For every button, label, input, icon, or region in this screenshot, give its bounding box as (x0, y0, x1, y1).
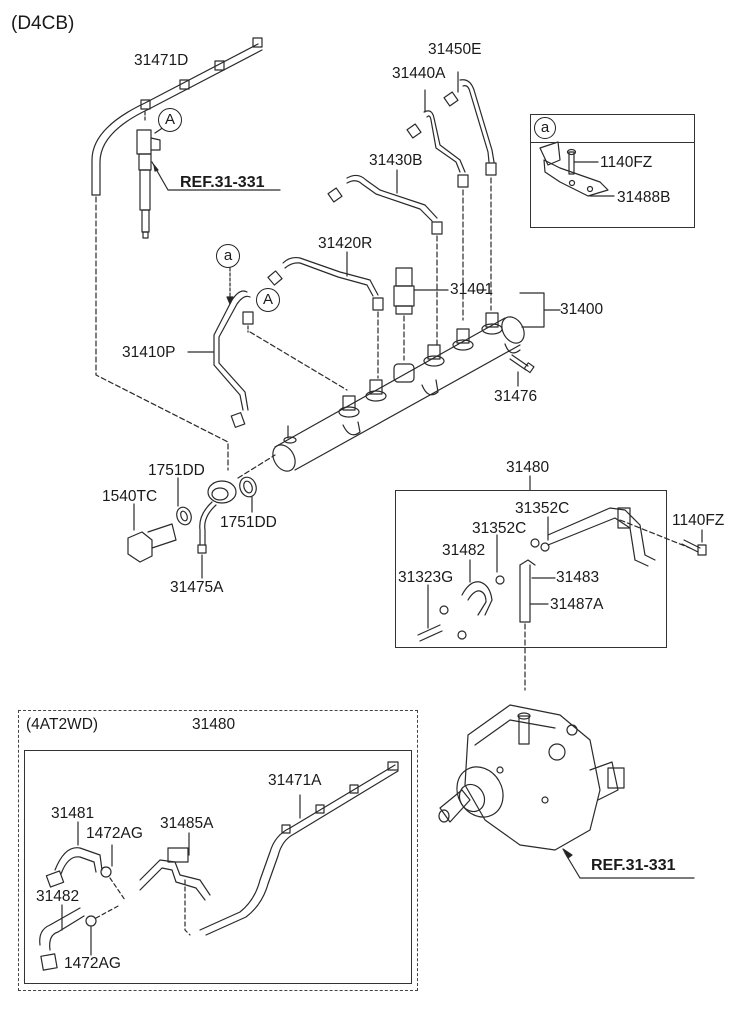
part-label-31483[interactable]: 31483 (556, 569, 600, 586)
part-label-31487a[interactable]: 31487A (550, 596, 604, 613)
ref-link-injector[interactable]: REF.31-331 (180, 174, 265, 191)
variant-4at2wd-frame (18, 710, 418, 991)
part-label-31430b[interactable]: 31430B (369, 152, 423, 169)
injection-pipes (187, 71, 497, 428)
pressure-sensor (393, 267, 449, 361)
part-label-31471d[interactable]: 31471D (134, 52, 189, 69)
part-label-31471a[interactable]: 31471A (268, 772, 322, 789)
variant-4at2wd-title: (4AT2WD) (26, 716, 99, 733)
part-label-31482-main[interactable]: 31482 (442, 542, 486, 559)
part-label-31352c-lower[interactable]: 31352C (472, 520, 527, 537)
variant-4at2wd-assembly-label[interactable]: 31480 (192, 716, 236, 733)
injector (136, 124, 281, 239)
part-label-31450e[interactable]: 31450E (428, 41, 482, 58)
part-label-31352c-upper[interactable]: 31352C (515, 500, 570, 517)
part-label-1472ag-lower[interactable]: 1472AG (64, 955, 121, 972)
detail-a-part-1140fz[interactable]: 1140FZ (600, 154, 653, 171)
part-label-31400[interactable]: 31400 (560, 301, 604, 318)
part-label-31480-main[interactable]: 31480 (506, 459, 550, 476)
callout-circle-a-pipe: A (256, 288, 280, 312)
part-label-31481[interactable]: 31481 (51, 805, 95, 822)
callout-circle-a-upper: A (158, 108, 182, 132)
part-label-1540tc[interactable]: 1540TC (102, 488, 158, 505)
detail-a-header-divider (530, 142, 694, 143)
detail-a-part-31488b[interactable]: 31488B (617, 189, 671, 206)
high-pressure-pump (438, 704, 695, 879)
variant-4at2wd-inner-frame (24, 750, 412, 984)
ref-link-pump[interactable]: REF.31-331 (591, 857, 676, 874)
part-label-31323g[interactable]: 31323G (398, 569, 454, 586)
part-label-31482-variant[interactable]: 31482 (36, 888, 80, 905)
part-label-31485a[interactable]: 31485A (160, 815, 214, 832)
detail-a-header-circle: a (534, 117, 556, 139)
detail-a-frame (530, 114, 695, 228)
leader-return-to-banjo (95, 196, 229, 471)
part-label-31420r[interactable]: 31420R (318, 235, 373, 252)
part-label-31440a[interactable]: 31440A (392, 65, 446, 82)
return-hose-assembly (417, 475, 707, 691)
banjo-assembly (127, 454, 276, 579)
callout-circle-a-lower: a (216, 244, 240, 268)
part-label-31475a[interactable]: 31475A (170, 579, 224, 596)
bolt-31476 (509, 354, 535, 387)
part-label-1472ag-upper[interactable]: 1472AG (86, 825, 143, 842)
part-label-31476[interactable]: 31476 (494, 388, 538, 405)
part-label-31410p[interactable]: 31410P (122, 344, 176, 361)
variant-4at2wd-parts (39, 761, 399, 971)
return-line-31471d (91, 37, 263, 196)
engine-code-title: (D4CB) (11, 13, 75, 34)
detail-a-bracket (539, 141, 615, 197)
part-label-1140fz-main[interactable]: 1140FZ (672, 512, 725, 529)
common-rail (272, 289, 561, 472)
part-label-1751dd-lower[interactable]: 1751DD (220, 514, 277, 531)
assembly-31480-frame (395, 490, 667, 648)
part-label-1751dd-upper[interactable]: 1751DD (148, 462, 205, 479)
part-label-31401[interactable]: 31401 (450, 281, 494, 298)
